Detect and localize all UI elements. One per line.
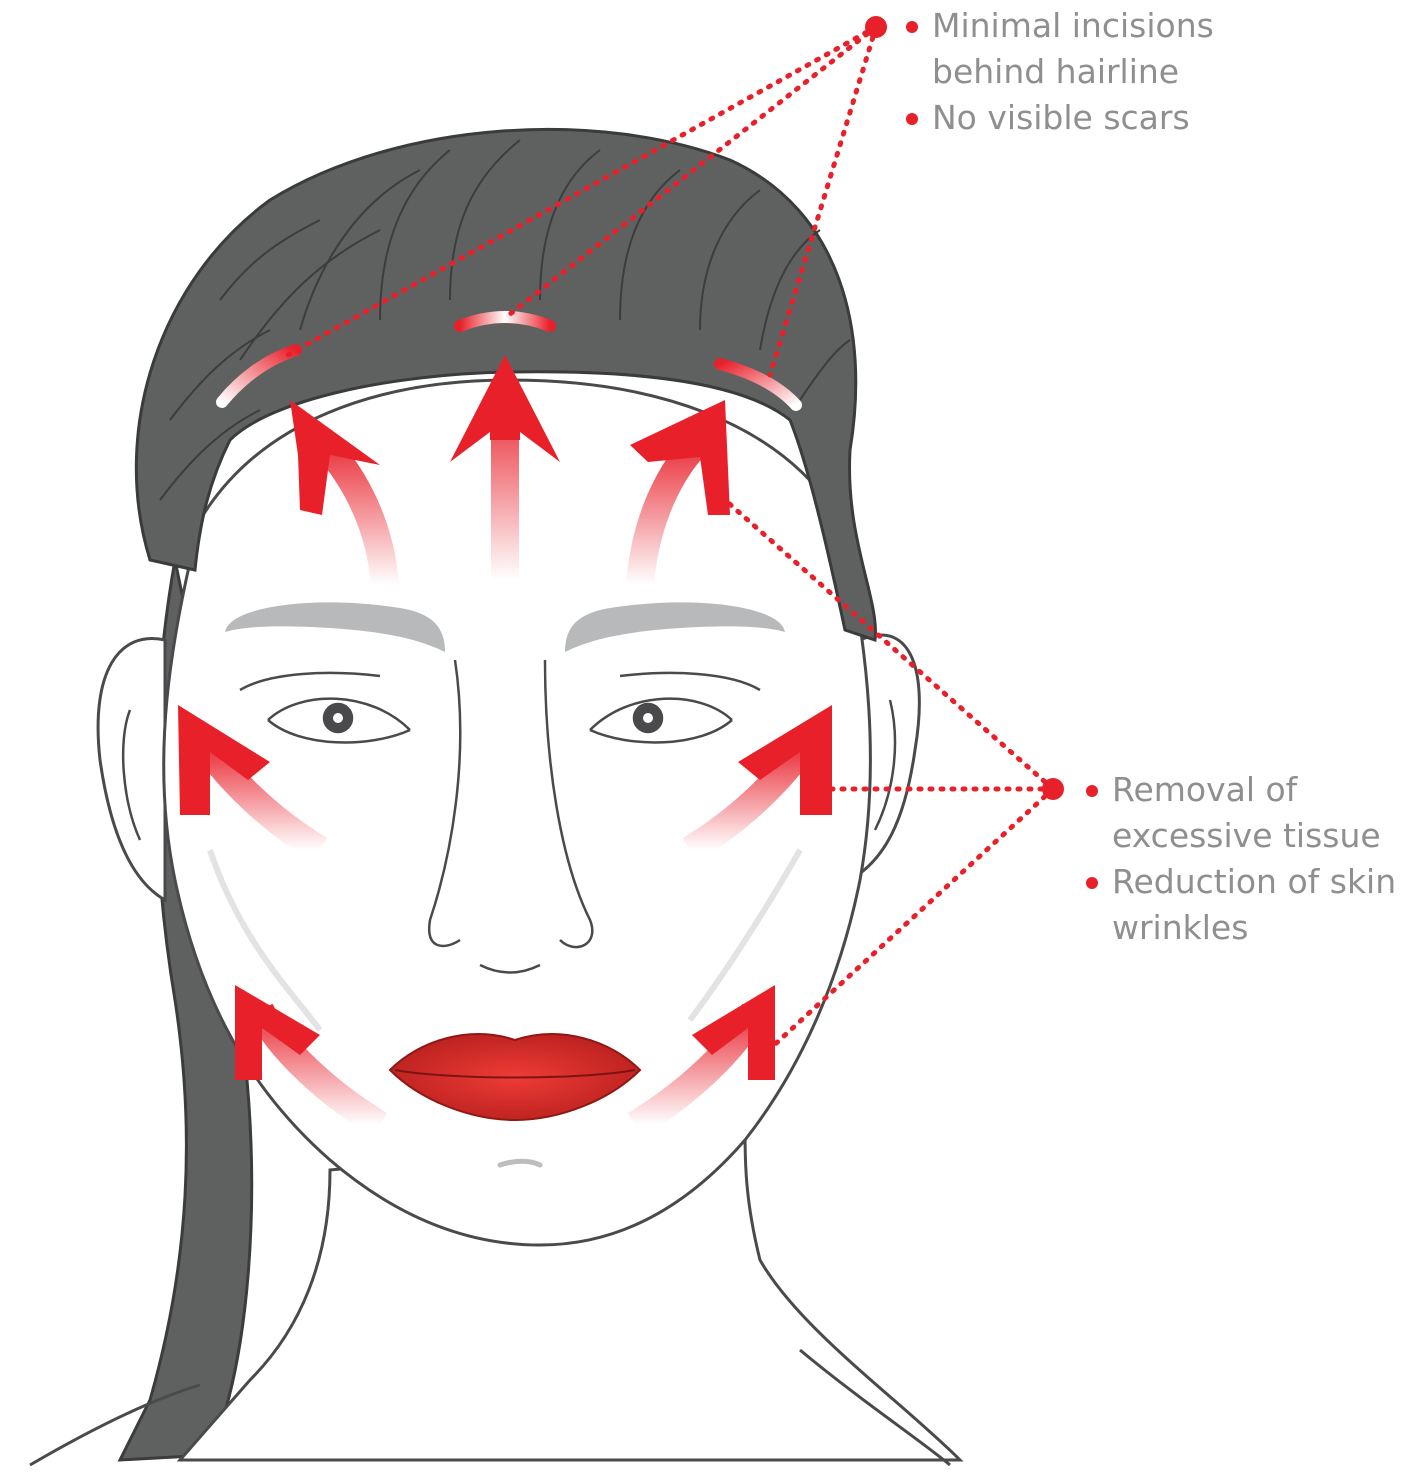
callout-incisions: Minimal incisions behind hairline No vis…	[906, 3, 1326, 141]
dot-icon	[865, 16, 887, 38]
ear-left	[98, 639, 165, 901]
dot-icon	[1042, 778, 1064, 800]
callout-item: No visible scars	[906, 95, 1326, 141]
callout-item: Reduction of skin wrinkles	[1086, 859, 1406, 951]
callout-tissue: Removal of excessive tissue Reduction of…	[1086, 767, 1406, 951]
callout-item: Removal of excessive tissue	[1086, 767, 1406, 859]
callout-item: Minimal incisions behind hairline	[906, 3, 1326, 95]
